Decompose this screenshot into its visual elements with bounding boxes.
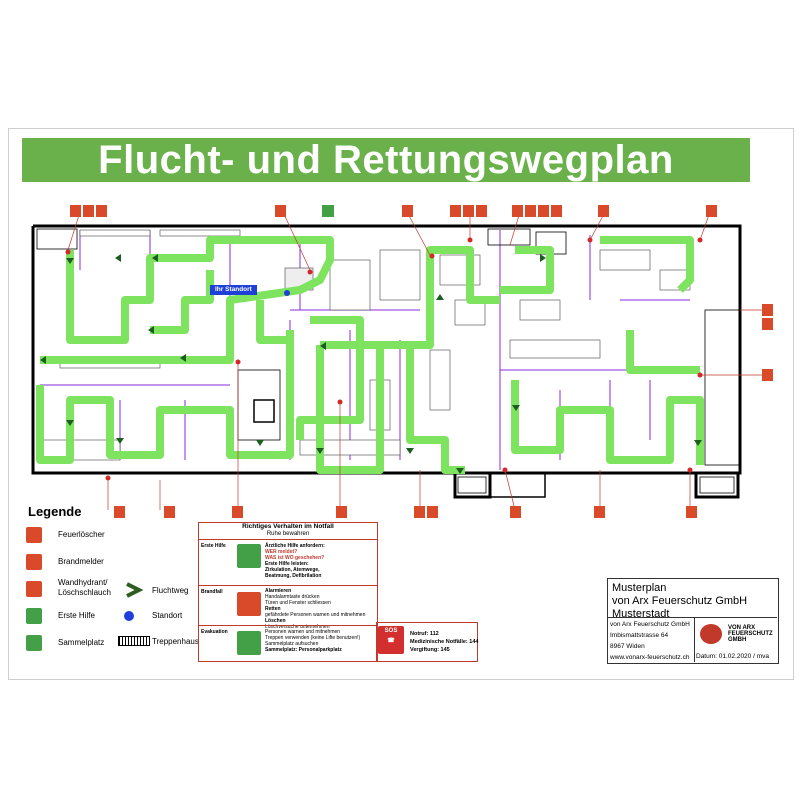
staircase-icon bbox=[118, 636, 150, 646]
emergency-numbers bbox=[376, 622, 478, 662]
legend-label: Treppenhaus bbox=[152, 637, 199, 646]
route-arrows bbox=[40, 254, 702, 474]
legend-label: Wandhydrant/ Löschschlauch bbox=[58, 578, 111, 597]
rules-line: WER meldet? bbox=[265, 549, 298, 555]
rules-line: Handalarmtaste drücken bbox=[265, 594, 320, 600]
address-line: www.vonarx-feuerschutz.ch bbox=[610, 654, 690, 661]
rules-evacuation: Evakuation Personen warnen und mitnehmen… bbox=[199, 625, 377, 662]
company-brand: VON ARX FEUERSCHUTZ GMBH bbox=[728, 625, 773, 643]
rules-line: Türen und Fenster schliessen bbox=[265, 600, 331, 606]
rules-line: Personen warnen und mitnehmen bbox=[265, 629, 341, 635]
company-line: von Arx Feuerschutz GmbH bbox=[612, 595, 748, 607]
assembly-point-icon bbox=[237, 631, 261, 655]
rules-line: Löschen bbox=[265, 618, 286, 624]
brand-line: VON ARX bbox=[728, 625, 756, 631]
rules-line: Sammelplatz aufsuchen bbox=[265, 641, 319, 647]
rules-line: Retten bbox=[265, 606, 281, 612]
you-are-here-label: Ihr Standort bbox=[210, 285, 257, 295]
shelving bbox=[39, 229, 691, 461]
legend-label: Sammelplatz bbox=[58, 638, 105, 647]
brand-line: GMBH bbox=[728, 637, 747, 643]
emergency-line: Vergiftung: 145 bbox=[410, 647, 450, 653]
plan-title: Flucht- und Rettungswegplan bbox=[22, 138, 750, 182]
company-logo-icon bbox=[700, 624, 722, 644]
emergency-numbers-text: Notruf: 112 Medizinische Notfälle: 144 V… bbox=[410, 630, 478, 654]
company-block bbox=[607, 578, 779, 664]
rules-line: Erste Hilfe leisten: bbox=[265, 561, 309, 567]
rules-fire: Brandfall Alarmieren Handalarmtaste drüc… bbox=[199, 585, 377, 630]
rules-line: Ärztliche Hilfe anfordern: bbox=[265, 543, 325, 549]
escape-route-arrow-icon bbox=[126, 582, 144, 598]
address-line: Imbismattstrasse 64 bbox=[610, 632, 669, 639]
rules-text: Alarmieren Handalarmtaste drücken Türen … bbox=[265, 588, 375, 630]
plan-date: Datum: 01.02.2020 / mva bbox=[696, 653, 769, 660]
company-line: Musterplan bbox=[612, 582, 667, 594]
fire-hose-icon bbox=[26, 581, 42, 597]
rules-subtitle: Ruhe bewahren bbox=[266, 531, 310, 537]
rules-label: Erste Hilfe bbox=[201, 543, 226, 549]
emergency-line: Notruf: 112 bbox=[410, 631, 439, 637]
sos-phone-icon: SOS☎ bbox=[378, 626, 404, 654]
rules-label: Evakuation bbox=[201, 629, 228, 635]
fire-alarm-icon bbox=[26, 554, 42, 570]
fire-alarm-icon bbox=[237, 592, 261, 616]
rules-line: Löschversuche unternehmen bbox=[265, 624, 330, 630]
brand-line: FEUERSCHUTZ bbox=[728, 631, 773, 637]
rules-line: Zirkulation, Atemwege, bbox=[265, 567, 320, 573]
rules-text: Ärztliche Hilfe anfordern: WER meldet? W… bbox=[265, 543, 375, 579]
legend-label: Feuerlöscher bbox=[58, 530, 105, 539]
address-line: 8967 Widen bbox=[610, 643, 645, 650]
emergency-line: Medizinische Notfälle: 144 bbox=[410, 639, 479, 645]
company-line: Musterstadt bbox=[612, 608, 670, 620]
legend-label: Brandmelder bbox=[58, 557, 104, 566]
rules-line: Treppen verwenden (keine Lifte benutzen!… bbox=[265, 635, 361, 641]
rules-label: Brandfall bbox=[201, 589, 223, 595]
company-address: von Arx Feuerschutz GmbH Imbismattstrass… bbox=[610, 619, 690, 663]
rules-line: Sammelplatz: Personalparkplatz bbox=[265, 647, 342, 653]
rules-line: Beatmung, Defibrilation bbox=[265, 573, 322, 579]
legend-label: Erste Hilfe bbox=[58, 611, 95, 620]
fire-extinguisher-icon bbox=[26, 527, 42, 543]
legend-title: Legende bbox=[28, 504, 82, 519]
company-name: Musterplan von Arx Feuerschutz GmbH Must… bbox=[612, 582, 747, 621]
rules-first-aid: Erste Hilfe Ärztliche Hilfe anfordern: W… bbox=[199, 539, 377, 586]
rules-line: WAS ist WO geschehen? bbox=[265, 555, 325, 561]
equipment-markers bbox=[65, 205, 773, 518]
address-line: von Arx Feuerschutz GmbH bbox=[610, 621, 690, 628]
legend-label: Fluchtweg bbox=[152, 586, 189, 595]
escape-routes bbox=[36, 236, 704, 474]
divider bbox=[607, 617, 777, 618]
sos-label: SOS bbox=[384, 628, 398, 634]
rules-text: Personen warnen und mitnehmen Treppen ve… bbox=[265, 629, 375, 653]
rules-line: Alarmieren bbox=[265, 588, 292, 594]
emergency-rules: Richtiges Verhalten im Notfall Ruhe bewa… bbox=[198, 522, 378, 662]
first-aid-icon bbox=[26, 608, 42, 624]
rules-line: gefährdete Personen warnen und mitnehmen bbox=[265, 612, 366, 618]
rules-title: Richtiges Verhalten im Notfall bbox=[242, 523, 334, 530]
first-aid-icon bbox=[237, 544, 261, 568]
divider bbox=[694, 617, 695, 662]
building-walls bbox=[31, 224, 742, 499]
location-dot-icon bbox=[124, 611, 134, 621]
location-dot-icon bbox=[284, 290, 290, 296]
legend-label: Standort bbox=[152, 611, 183, 620]
assembly-point-icon bbox=[26, 635, 42, 651]
